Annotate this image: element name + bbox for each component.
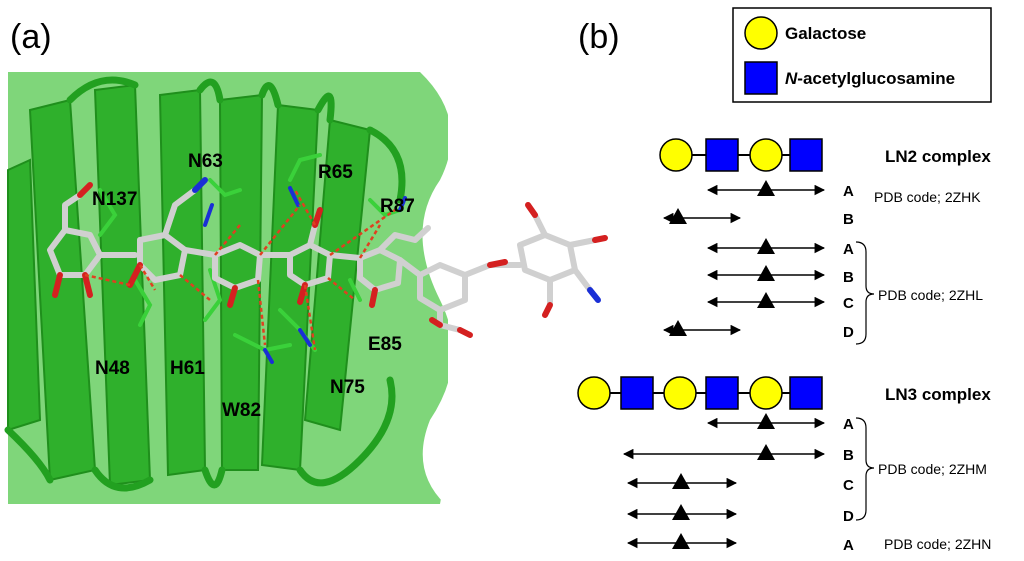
glcnac-legend-symbol — [744, 61, 778, 95]
ln2-title: LN2 complex — [885, 147, 991, 166]
ln3-range-b1 — [622, 444, 826, 460]
ln2-pdb-code-2: PDB code; 2ZHL — [878, 287, 983, 303]
protein-structure — [4, 72, 608, 504]
glcnac-legend-italic: N — [785, 69, 798, 88]
ln2-range-a1 — [706, 180, 826, 196]
ln3-galactose-3 — [749, 376, 783, 410]
ln2-galactose-2 — [749, 138, 783, 172]
ln3-range-a2 — [626, 533, 738, 549]
ln2-glycan — [659, 138, 823, 172]
ln3-pdb-code-1: PDB code; 2ZHM — [878, 461, 987, 477]
ln3-chain-a2: A — [843, 537, 854, 554]
ln3-ranges — [622, 413, 826, 549]
ln2-chain-c2: C — [843, 295, 854, 312]
panel-b-label: (b) — [578, 18, 620, 56]
ln3-galactose-2 — [663, 376, 697, 410]
residue-label-n75: N75 — [330, 377, 365, 398]
residue-label-r87: R87 — [380, 196, 415, 217]
ln2-range-a2 — [706, 238, 826, 254]
ln2-range-c2 — [706, 292, 826, 308]
ln2-glcnac-2 — [789, 138, 823, 172]
glcnac-legend-rest: -acetylglucosamine — [797, 69, 955, 88]
ln3-pdb-code-2: PDB code; 2ZHN — [884, 536, 991, 552]
protein-loops — [4, 76, 406, 492]
panel-a-label: (a) — [10, 18, 52, 56]
ln2-chain-b1: B — [843, 211, 854, 228]
ln2-chain-d2: D — [843, 324, 854, 341]
ln2-chain-b2: B — [843, 269, 854, 286]
ln3-chain-a1: A — [843, 416, 854, 433]
ln2-range-b2 — [706, 265, 826, 281]
ln2-chain-a2: A — [843, 241, 854, 258]
galactose-legend-symbol — [744, 16, 778, 50]
ln2-ranges — [662, 180, 826, 336]
residue-label-e85: E85 — [368, 334, 402, 355]
ln2-bracket — [855, 241, 875, 345]
ln3-chain-d1: D — [843, 508, 854, 525]
residue-label-w82: W82 — [222, 400, 261, 421]
residue-label-n63: N63 — [188, 151, 223, 172]
legend: Galactose N-acetylglucosamine — [732, 7, 992, 103]
residue-label-n137: N137 — [92, 189, 137, 210]
side-chains — [98, 153, 407, 364]
ln3-range-c1 — [626, 473, 738, 489]
panel-a: (a) — [4, 18, 608, 504]
ligand-heteroatoms — [52, 177, 608, 338]
ln3-glycan — [577, 376, 823, 410]
ln2-pdb-code-1: PDB code; 2ZHK — [874, 189, 981, 205]
ln2-glcnac-1 — [705, 138, 739, 172]
glcnac-legend-label: N-acetylglucosamine — [785, 69, 955, 88]
ln3-glcnac-2 — [705, 376, 739, 410]
ln2-range-b1 — [662, 208, 742, 224]
ligand-sticks — [47, 187, 431, 293]
ln3-chain-c1: C — [843, 477, 854, 494]
ln2-range-d2 — [662, 320, 742, 336]
ln2-chain-a1: A — [843, 183, 854, 200]
ln3-bracket — [855, 417, 875, 521]
ln3-glcnac-3 — [789, 376, 823, 410]
ln3-title: LN3 complex — [885, 385, 991, 404]
ln2-galactose-1 — [659, 138, 693, 172]
ln3-range-d1 — [626, 504, 738, 520]
ln3-glcnac-1 — [620, 376, 654, 410]
residue-label-n48: N48 — [95, 358, 130, 379]
residue-label-r65: R65 — [318, 162, 353, 183]
ln3-chain-b1: B — [843, 447, 854, 464]
ln3-galactose-1 — [577, 376, 611, 410]
surface-edge — [420, 72, 453, 504]
residue-label-h61: H61 — [170, 358, 205, 379]
galactose-legend-label: Galactose — [785, 24, 866, 43]
ln3-range-a1 — [706, 413, 826, 429]
hydrogen-bonds — [84, 189, 396, 351]
panel-b: (b) Galactose N-acetylglucosamine LN2 co… — [577, 7, 992, 554]
